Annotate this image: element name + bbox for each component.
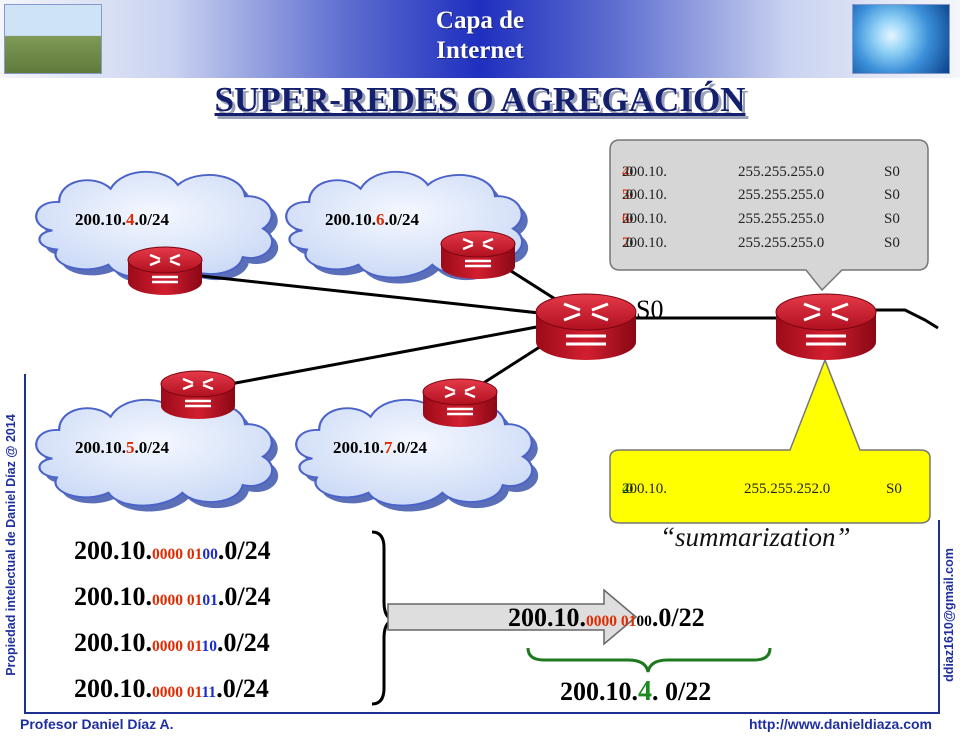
isp-router-icon <box>775 293 877 360</box>
frame-right-line <box>938 520 940 714</box>
result-binary: 200.10.0000 0100.0/22 <box>508 603 705 632</box>
routing-table-row: 200.10.7.0 255.255.255.0 S0 <box>622 235 900 251</box>
router-icon <box>440 230 516 279</box>
link-r4-core <box>164 270 586 320</box>
router-icon <box>422 378 498 427</box>
binary-row: 200.10.0000 0111.0/24 <box>74 674 269 703</box>
result-decimal: 200.10.4. 0/22 <box>560 676 712 707</box>
network-label-6: 200.10.6.0/24 <box>325 210 419 229</box>
arrow-right-icon <box>387 588 638 646</box>
routing-table-row: 200.10.6.0 255.255.255.0 S0 <box>622 211 900 227</box>
header-banner <box>0 0 960 78</box>
summarization-label: “summarization” <box>660 522 851 552</box>
header-title-line2: Internet <box>436 37 524 64</box>
underbrace <box>526 647 772 673</box>
router-icon <box>160 370 236 419</box>
routing-table-row: 200.10.5.0 255.255.255.0 S0 <box>622 187 900 203</box>
network-graphic <box>852 4 950 74</box>
summary-route-callout <box>609 357 931 524</box>
core-router-icon <box>535 293 637 360</box>
link-isp-out <box>860 308 939 330</box>
footer-author: Profesor Daniel Díaz A. <box>20 716 174 732</box>
antenna-photo <box>4 4 102 74</box>
page-title: SUPER-REDES O AGREGACIÓN <box>214 80 746 119</box>
frame-bottom-line <box>24 712 940 714</box>
network-label-7: 200.10.7.0/24 <box>333 438 427 457</box>
routing-table-row: 200.10.4.0 255.255.255.0 S0 <box>622 164 900 180</box>
binary-row: 200.10.0000 0101.0/24 <box>74 582 271 611</box>
binary-row: 200.10.0000 0100.0/24 <box>74 536 271 565</box>
routing-table-callout <box>609 139 929 292</box>
header-title: Capa de Internet <box>380 6 580 66</box>
summary-route-row: 200.10.4.0 255.255.252.0 S0 <box>622 481 902 497</box>
frame-left-line <box>24 374 26 714</box>
interface-label: S0 <box>636 295 664 324</box>
router-icon <box>127 246 203 295</box>
network-label-5: 200.10.5.0/24 <box>75 438 169 457</box>
link-r5-core <box>197 316 586 392</box>
binary-row: 200.10.0000 0110.0/24 <box>74 628 270 657</box>
network-label-4: 200.10.4.0/24 <box>75 210 169 229</box>
footer-url: http://www.danieldiaza.com <box>748 716 932 732</box>
header-title-line1: Capa de <box>435 7 525 34</box>
